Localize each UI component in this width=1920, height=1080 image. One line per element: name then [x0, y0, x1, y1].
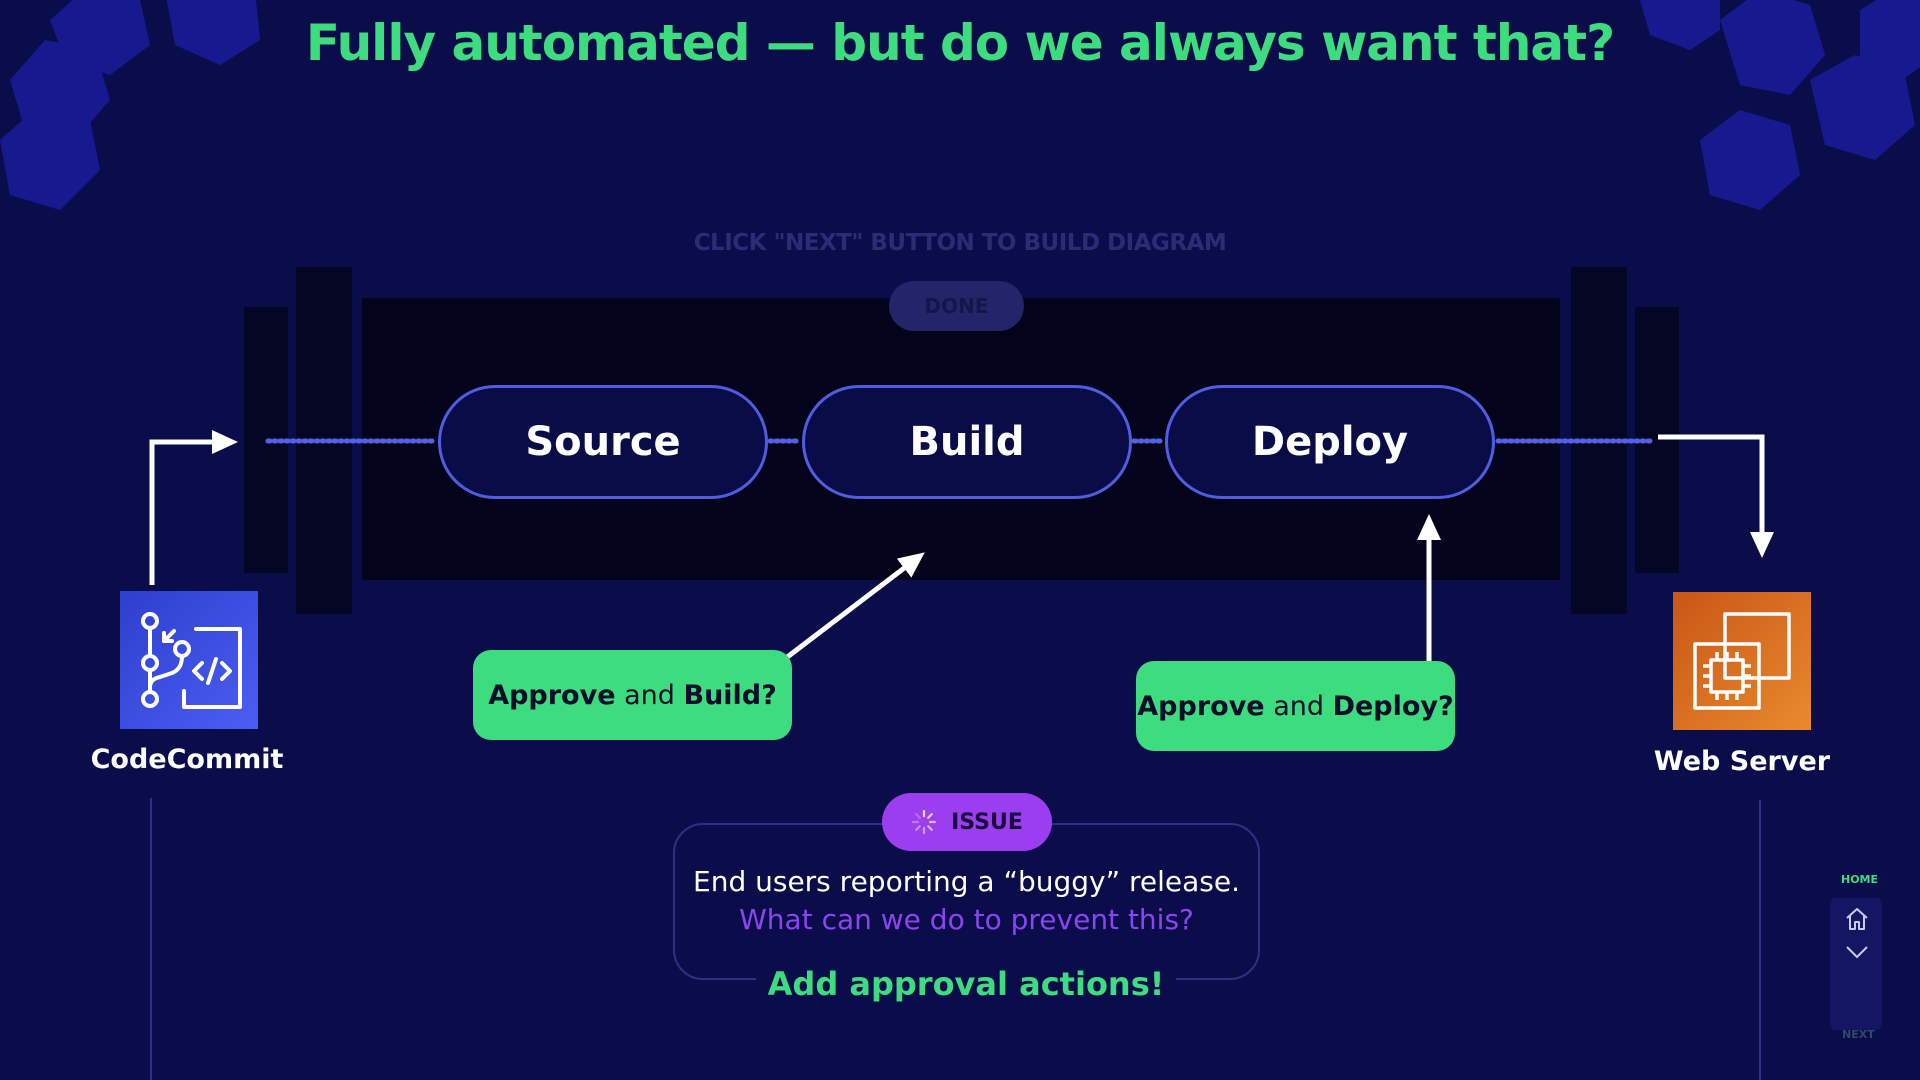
issue-description: End users reporting a “buggy” release. — [693, 865, 1240, 898]
issue-badge-label: ISSUE — [951, 809, 1023, 835]
stage-deploy[interactable]: Deploy — [1165, 385, 1495, 499]
build-instruction: CLICK "NEXT" BUTTON TO BUILD DIAGRAM — [693, 230, 1227, 256]
approve-build-action[interactable]: Approve and Build? — [473, 650, 792, 740]
loading-spinner-icon — [911, 809, 937, 835]
stage-source[interactable]: Source — [438, 385, 768, 499]
issue-badge: ISSUE — [882, 793, 1052, 851]
approve-deploy-action[interactable]: Approve and Deploy? — [1136, 661, 1455, 751]
approve-deploy-mid: and — [1264, 690, 1333, 722]
approve-build-mid: and — [615, 679, 684, 711]
issue-solution: Add approval actions! — [756, 965, 1176, 1003]
issue-question: What can we do to prevent this? — [739, 903, 1194, 936]
ec2-instance-icon — [1673, 592, 1811, 730]
pipeline-to-webserver-arrow — [1658, 434, 1774, 558]
done-button[interactable]: DONE — [889, 281, 1024, 331]
source-to-pipeline-arrow — [149, 430, 238, 585]
webserver-label: Web Server — [1653, 746, 1831, 777]
home-icon[interactable] — [1844, 906, 1870, 932]
nav-next-label[interactable]: NEXT — [1842, 1028, 1875, 1041]
approve-build-strong1: Approve — [488, 679, 616, 711]
codecommit-icon — [120, 591, 258, 729]
stage-build[interactable]: Build — [802, 385, 1132, 499]
approve-deploy-strong1: Approve — [1137, 690, 1265, 722]
slide-nav — [1830, 898, 1882, 1030]
approve-deploy-strong2: Deploy? — [1332, 690, 1454, 722]
slide-title: Fully automated — but do we always want … — [305, 14, 1615, 72]
codecommit-label: CodeCommit — [90, 744, 284, 775]
approve-build-strong2: Build? — [683, 679, 777, 711]
nav-home-label: HOME — [1841, 873, 1879, 886]
approve-build-arrow — [784, 552, 925, 660]
chevron-down-icon[interactable] — [1844, 942, 1870, 962]
